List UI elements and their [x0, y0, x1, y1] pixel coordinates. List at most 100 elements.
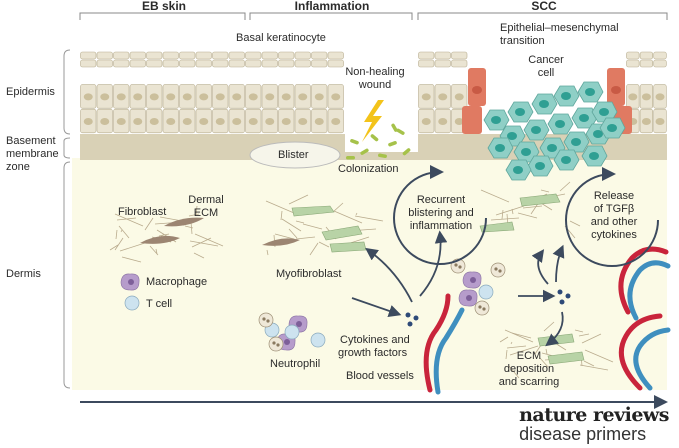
label-dermis: Dermis: [6, 268, 41, 280]
label-basal-keratinocyte: Basal keratinocyte: [236, 32, 326, 44]
ecm-fiber: [543, 321, 555, 332]
keratinocyte: [113, 51, 130, 60]
t-cell: [310, 332, 326, 348]
nucleus: [116, 93, 126, 101]
nucleus: [116, 118, 126, 125]
ecm-fiber: [511, 332, 532, 339]
ecm-fiber: [569, 220, 581, 227]
ecm-fiber: [266, 249, 269, 256]
nucleus: [628, 93, 638, 101]
keratinocyte-layer-right: [418, 51, 667, 134]
ecm-fiber: [189, 240, 219, 247]
ecm-fiber: [495, 205, 525, 216]
myofibroblasts: [291, 193, 585, 365]
cancer-nucleus: [521, 148, 531, 156]
bacterium: [391, 123, 398, 132]
nucleus: [438, 93, 448, 101]
nucleus: [641, 93, 651, 101]
fibroblasts: [140, 217, 300, 246]
ecm-fiber: [116, 217, 137, 221]
nucleus: [641, 118, 651, 125]
ecm-fiber: [318, 241, 330, 248]
neutrophil-lobe: [272, 341, 276, 345]
label-non-healing-1: Non-healing: [345, 66, 405, 78]
label-emt-1: Epithelial–mesenchymal: [500, 22, 619, 34]
nucleus: [215, 93, 225, 101]
keratinocyte: [162, 51, 179, 60]
macrophage-nucleus: [466, 295, 472, 301]
label-ecm-1: ECM: [516, 350, 542, 362]
keratinocyte: [212, 51, 229, 60]
ecm-fiber: [288, 194, 309, 205]
keratinocyte: [451, 59, 468, 68]
ecm-fiber: [354, 215, 384, 222]
cancer-nucleus: [561, 92, 571, 100]
label-macrophage: Macrophage: [146, 276, 208, 288]
nucleus: [655, 118, 665, 125]
keratinocyte: [146, 59, 163, 68]
t-cell: [478, 284, 494, 300]
keratinocyte: [294, 51, 311, 60]
keratinocyte: [129, 59, 146, 68]
neutrophil-cell: [474, 300, 490, 316]
keratinocyte: [261, 59, 278, 68]
ecm-fiber: [121, 256, 142, 263]
macrophage-nucleus: [284, 339, 290, 345]
ecm-fiber: [584, 349, 614, 363]
ecm-fiber: [539, 357, 549, 368]
ecm-fiber: [120, 229, 123, 233]
keratinocyte: [212, 59, 229, 68]
cancer-nucleus: [579, 114, 589, 122]
keratinocyte: [80, 59, 97, 68]
ecm-fiber: [508, 365, 520, 379]
brand-line2: disease primers: [519, 424, 647, 444]
neutrophil-cell: [490, 262, 506, 278]
bacterium: [346, 156, 355, 160]
keratinocyte: [129, 51, 146, 60]
t-cell: [124, 295, 140, 311]
ecm-fiber: [109, 244, 119, 251]
ecm-fiber: [490, 217, 520, 221]
ecm-fiber: [194, 233, 224, 247]
macrophage-nucleus: [296, 321, 302, 327]
bacterium: [360, 148, 369, 155]
keratinocyte: [113, 59, 130, 68]
ecm-fiber: [184, 225, 194, 229]
cancer-nucleus: [607, 124, 617, 132]
ecm-fiber: [195, 205, 198, 216]
keratinocyte: [80, 51, 97, 60]
ecm-fiber: [578, 333, 590, 337]
nucleus: [100, 118, 110, 125]
neutrophil-cell: [268, 336, 284, 352]
cancer-nucleus: [515, 108, 525, 116]
label-cancer-1: Cancer: [528, 54, 564, 66]
ecm-fiber: [504, 329, 534, 343]
bacterium: [350, 139, 359, 145]
label-tcell: T cell: [146, 298, 173, 310]
nucleus: [83, 93, 93, 101]
keratinocyte: [327, 51, 344, 60]
nucleus: [199, 93, 209, 101]
label-emt-2: transition: [500, 35, 545, 47]
ecm-fiber: [158, 233, 170, 237]
keratinocyte: [294, 59, 311, 68]
blister: [249, 141, 341, 169]
label-recurrent-2: blistering and: [408, 207, 474, 219]
keratinocyte-layer-left: [80, 51, 344, 134]
neutrophil-lobe: [454, 263, 458, 267]
keratinocyte: [228, 59, 245, 68]
label-cancer-2: cell: [537, 67, 555, 79]
ecm-fiber: [510, 341, 513, 345]
macrophage-nucleus: [128, 279, 134, 285]
nucleus: [314, 93, 324, 101]
label-dermal-1: Dermal: [188, 194, 224, 206]
ecm-fiber: [119, 241, 149, 252]
label-neutrophil: Neutrophil: [270, 358, 321, 370]
t-cells: [124, 284, 494, 348]
label-myofibroblast: Myofibroblast: [276, 268, 342, 280]
ecm-fiber: [193, 252, 205, 259]
ecm-fiber: [581, 333, 602, 344]
cancer-nucleus: [571, 138, 581, 146]
nucleus: [248, 93, 258, 101]
